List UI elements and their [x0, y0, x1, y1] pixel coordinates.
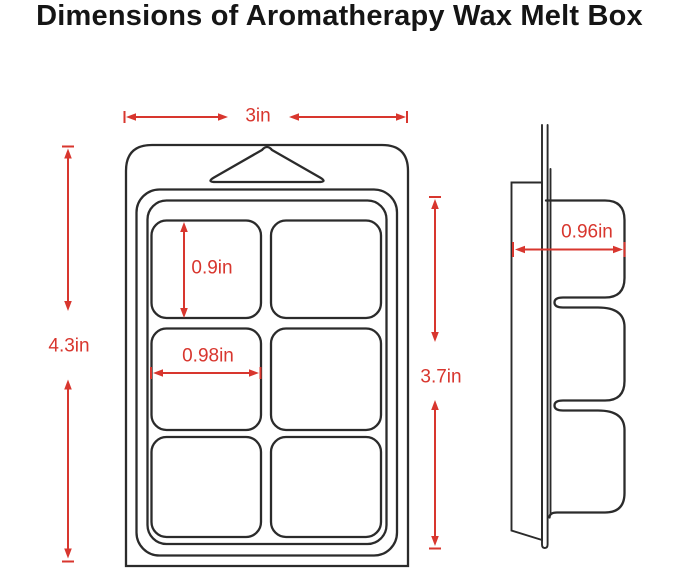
hang-tab — [209, 145, 325, 184]
height-dimension-arrow — [62, 145, 74, 563]
cavity-width-dimension-arrow — [150, 367, 262, 379]
front-view-drawing — [124, 143, 410, 568]
cavity — [269, 219, 383, 320]
page-title: Dimensions of Aromatherapy Wax Melt Box — [36, 0, 643, 32]
height-dimension-label: 4.3in — [48, 335, 90, 357]
cavity-height-dimension-arrow — [180, 222, 188, 318]
tray-height-dimension-label: 3.7in — [420, 366, 462, 388]
lid-flange-profile — [510, 181, 543, 542]
width-dimension-arrow — [123, 111, 408, 123]
cavity-height-dimension-label: 0.9in — [191, 257, 233, 279]
depth-dimension-label: 0.96in — [561, 221, 613, 243]
cavity — [150, 219, 263, 320]
cavity — [269, 435, 383, 539]
tray-outer-outline — [135, 188, 399, 557]
tray-inner-outline — [146, 199, 388, 546]
cavity — [150, 435, 263, 539]
cavity-grid — [150, 219, 383, 539]
side-view-drawing — [510, 124, 626, 549]
cavity — [150, 327, 263, 432]
width-dimension-label: 3in — [245, 105, 271, 127]
cavity-width-dimension-label: 0.98in — [182, 345, 234, 367]
tray-profile — [544, 199, 626, 519]
clamshell-outline — [124, 143, 410, 568]
cavity — [269, 327, 383, 432]
backing-card-profile — [541, 124, 549, 549]
depth-dimension-arrow — [512, 242, 626, 257]
tray-height-dimension-arrow — [429, 196, 441, 550]
